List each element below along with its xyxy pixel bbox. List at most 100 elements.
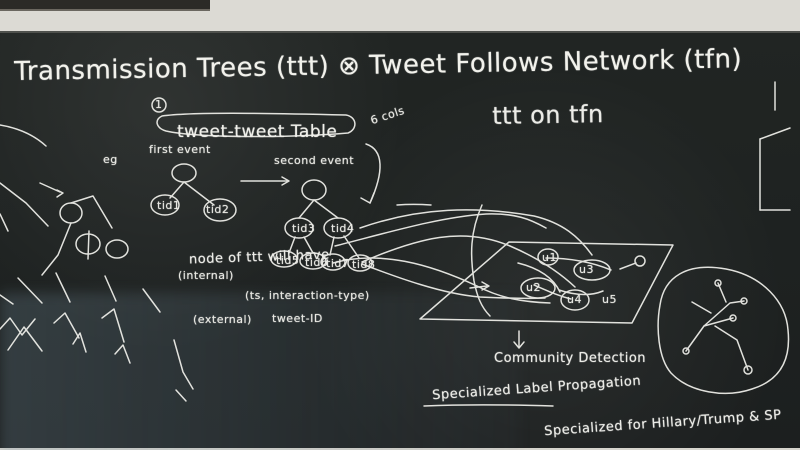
second-event-label: second event (274, 154, 355, 167)
second-event-node-5 (320, 253, 346, 271)
external-value: tweet-ID (272, 312, 323, 325)
projection-line-3 (334, 213, 547, 247)
right-cluster-branch-1 (685, 317, 734, 352)
ellipsis-line (396, 203, 432, 206)
left-arrow-head (56, 189, 64, 198)
right-tree-node-4: tid6 (305, 256, 329, 269)
projection-line-5 (361, 263, 546, 300)
first-event-node-1 (150, 194, 180, 216)
left-tree-node-2: tid2 (206, 203, 230, 216)
internal-label: (internal) (178, 269, 234, 282)
mini-tree-c (53, 312, 80, 339)
second-event-node-1 (284, 217, 314, 239)
second-event-node-3 (270, 250, 298, 268)
network-arrow-3 (558, 289, 604, 296)
network-node-label-4: u4 (567, 293, 582, 306)
network-node-label-5: u5 (602, 293, 617, 306)
left-branch-2 (0, 213, 9, 232)
network-node-u5 (634, 255, 646, 267)
right-tree-node-3: tid5 (276, 254, 300, 267)
right-cluster-branch-2 (703, 300, 745, 327)
right-cluster-node-2 (729, 314, 737, 322)
first-event-node-2 (203, 198, 237, 222)
network-node-label-2: u2 (526, 281, 541, 294)
second-event-root (301, 179, 327, 201)
first-event-label: first event (149, 143, 211, 156)
mini-tree-d (72, 332, 87, 353)
network-node-label-1: u1 (542, 251, 557, 264)
network-left-arrow-head (481, 281, 490, 291)
network-outline-left (470, 204, 491, 317)
first-event-root (171, 163, 197, 183)
mini-tree-h (175, 389, 187, 402)
left-tree-top (70, 195, 113, 229)
left-mini-tree-1 (17, 277, 43, 304)
section-number: 1 (155, 98, 163, 111)
first-second-arrow-head (281, 176, 290, 186)
right-cluster-node-1 (682, 347, 690, 355)
network-node-u3 (573, 259, 611, 281)
left-tree-branch-2 (87, 230, 90, 260)
second-event-branch-4 (303, 236, 314, 254)
second-event-branch-6 (343, 235, 360, 259)
network-node-u1 (537, 248, 559, 266)
left-tree-node-1: tid1 (157, 199, 181, 212)
mini-tree-b (7, 326, 43, 352)
section-circle (151, 97, 167, 113)
mini-tree-f (114, 344, 131, 364)
left-mini-tree-3 (104, 275, 117, 302)
table-title: tweet-tweet Table (177, 122, 338, 142)
second-event-branch-5 (329, 236, 335, 256)
mini-tree-a (0, 317, 36, 336)
right-tree-node-6: tid8 (352, 258, 376, 271)
top-frame (0, 0, 210, 11)
left-branch (0, 182, 49, 227)
network-left-arrow (469, 285, 488, 289)
right-cluster-node-5 (743, 365, 753, 375)
network-node-u2 (520, 277, 556, 299)
left-mini-tree-4 (142, 288, 161, 313)
right-cluster-node-4 (714, 279, 722, 287)
second-event-branch-2 (313, 199, 339, 219)
second-event-node-6 (347, 254, 373, 272)
left-small-arrow (0, 294, 14, 305)
left-node-2 (75, 233, 101, 255)
internal-value: (ts, interaction-type) (245, 289, 370, 302)
network-node-u4 (560, 289, 590, 311)
external-label: (external) (193, 313, 252, 326)
left-node-3 (105, 239, 129, 259)
eg-label: eg (103, 153, 118, 166)
chalkboard (0, 31, 800, 450)
projection-line-2 (361, 235, 576, 288)
left-mini-tree-2 (55, 272, 71, 303)
right-tree-node-1: tid3 (292, 222, 316, 235)
table-box (156, 112, 356, 138)
projection-line-4 (332, 257, 551, 304)
label-propagation-underline (423, 404, 554, 407)
right-cluster-branch-5 (714, 325, 749, 371)
second-event-node-2 (323, 217, 353, 239)
network-link-u3-u5 (619, 262, 637, 270)
left-tree-branch (41, 222, 72, 276)
second-event-branch-3 (288, 236, 296, 254)
right-edge-box-top (759, 127, 791, 140)
mini-tree-g (173, 339, 194, 390)
right-cluster (657, 266, 790, 395)
community-down-arrow-head (513, 341, 525, 349)
network-arrow-1 (517, 262, 561, 293)
second-event-node-4 (299, 252, 327, 270)
first-event-branch-1 (169, 181, 185, 199)
second-event-branch-1 (298, 199, 315, 219)
mini-tree-e (101, 308, 125, 343)
left-arc (0, 124, 47, 147)
right-tree-node-5: tid7 (326, 257, 350, 270)
right-cluster-node-3 (740, 297, 748, 305)
network-plane (419, 241, 674, 324)
board-subtitle: ttt on tfn (492, 100, 604, 130)
network-node-label-3: u3 (579, 263, 594, 276)
network-arrow-4 (533, 284, 572, 300)
projection-line-1 (359, 209, 593, 256)
community-detection-text: Community Detection (494, 351, 647, 366)
